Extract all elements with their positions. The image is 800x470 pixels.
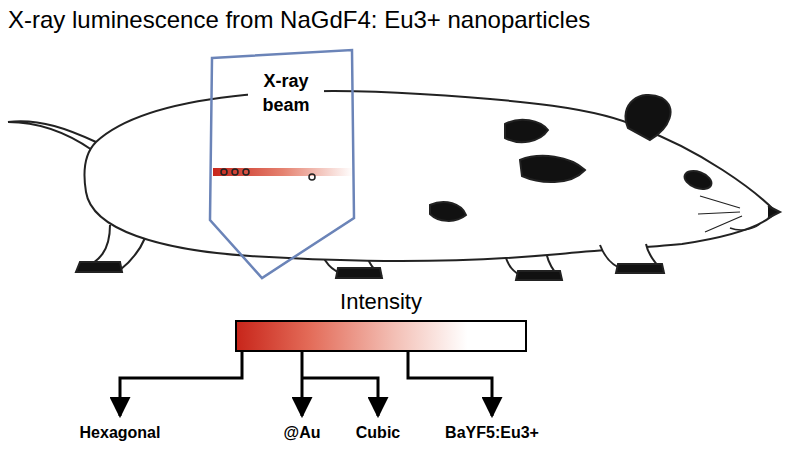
mouse-tail: [8, 121, 96, 150]
beam-label: X-ray beam: [248, 68, 324, 118]
figure-title: X-ray luminescence from NaGdF4: Eu3+ nan…: [8, 6, 590, 34]
mouse-nose: [768, 206, 780, 218]
mouse-front-foot: [516, 271, 562, 280]
mouse-mouth: [730, 224, 760, 230]
pointer-arrow: [408, 352, 492, 416]
intensity-bar: Intensity: [235, 288, 527, 352]
mouse-patch: [505, 120, 548, 142]
mouse-rear-foot: [76, 262, 122, 272]
mouse-whiskers: [698, 196, 742, 232]
mouse-eye: [682, 168, 714, 193]
mouse-drawing: [8, 91, 780, 280]
luminescence-track: [213, 168, 353, 176]
mouse-body: [84, 91, 776, 261]
mouse-ear: [626, 95, 671, 140]
nanoparticle: [243, 169, 249, 175]
sample-label: @Au: [284, 424, 321, 442]
intensity-gradient: [235, 320, 527, 352]
sample-label: Cubic: [356, 424, 400, 442]
pointer-arrow: [302, 378, 378, 416]
bar-heading: Intensity: [235, 288, 527, 316]
nanoparticle: [309, 174, 315, 180]
nanoparticle: [232, 169, 238, 175]
nanoparticle: [221, 169, 227, 175]
sample-label: Hexagonal: [80, 424, 161, 442]
mouse-front-foot-2: [616, 264, 664, 273]
beam-pentagon: [210, 50, 354, 278]
mouse-patch: [520, 156, 585, 182]
mouse-hind-foot: [336, 268, 382, 278]
mouse-patch: [430, 202, 466, 221]
pointer-arrow: [301, 352, 304, 416]
pointer-arrow: [120, 352, 242, 416]
beam-track: [213, 168, 353, 180]
xray-beam-region: X-ray beam: [208, 46, 358, 282]
sample-label: BaYF5:Eu3+: [445, 424, 539, 442]
pointer-arrows: [120, 352, 492, 416]
